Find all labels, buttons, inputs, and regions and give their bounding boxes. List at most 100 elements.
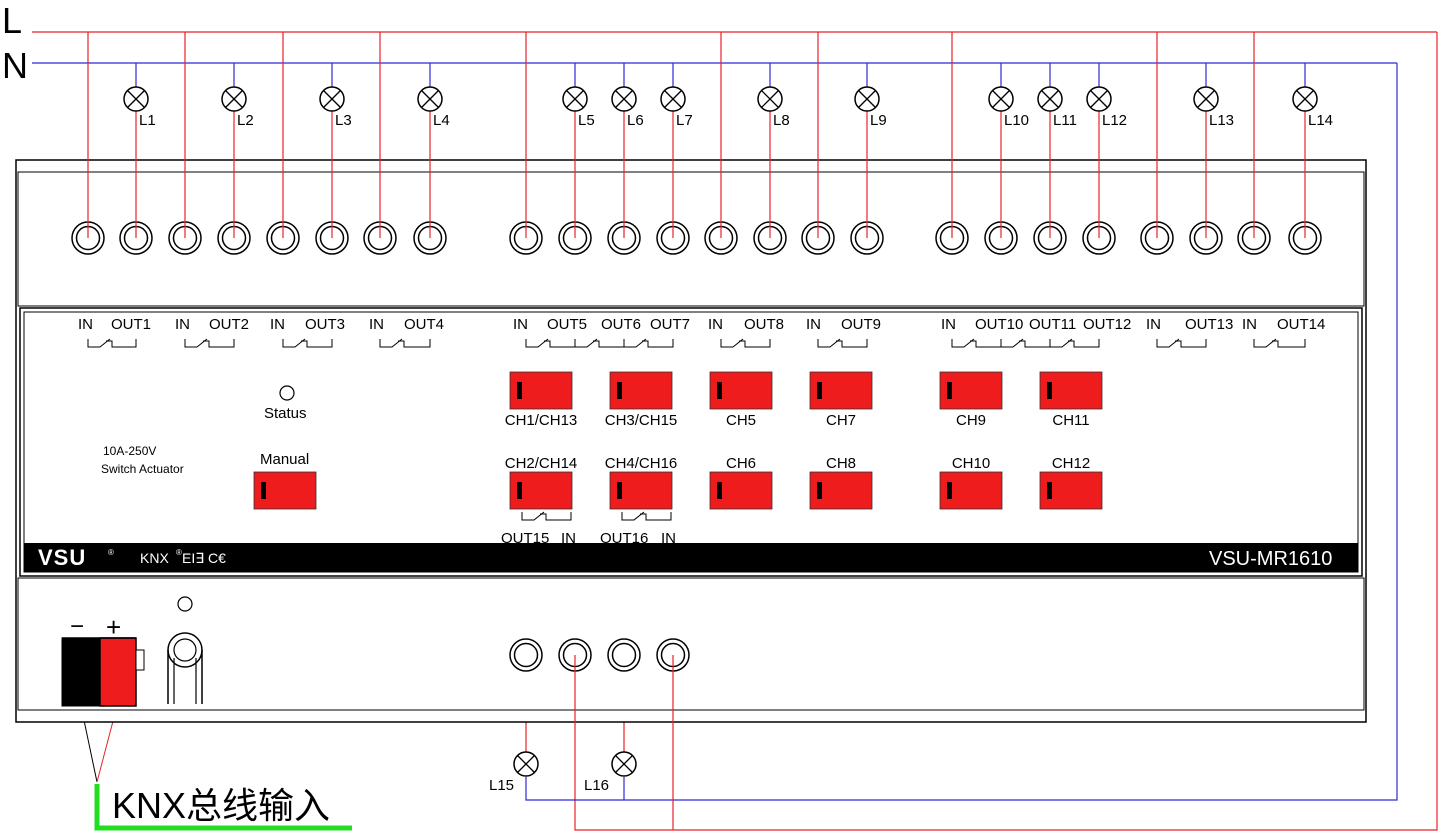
port-label-out4: OUT4 [404, 316, 444, 333]
lamp-l16-cross [615, 755, 633, 773]
bus-input-label: KNX总线输入 [112, 785, 330, 826]
relay-contact-icon [106, 339, 137, 348]
lamp-label-l13: L13 [1209, 112, 1234, 129]
lamp-l12-cross [1090, 90, 1108, 108]
port-label-out6: OUT6 [601, 316, 641, 333]
port-label-in: IN [1146, 316, 1161, 333]
port-label-in: IN [806, 316, 821, 333]
channel-label: CH9 [956, 412, 986, 429]
port-label-in: IN [270, 316, 285, 333]
channel-label: CH8 [826, 455, 856, 472]
relay-contact-icon [623, 338, 647, 348]
port-label-in: IN [708, 316, 723, 333]
programming-button-icon[interactable] [167, 632, 203, 704]
actuator-device [15, 159, 1367, 723]
status-label: Status [264, 405, 307, 422]
port-label-out8: OUT8 [744, 316, 784, 333]
lamp-label-l12: L12 [1102, 112, 1127, 129]
channel-button-ch7-indicator [817, 382, 822, 399]
device-type-label: Switch Actuator [101, 462, 184, 476]
terminal-plus-label: + [106, 612, 121, 642]
knx-registered-mark: ® [176, 548, 182, 557]
relay-contact-icon [87, 338, 111, 348]
lamp-l6-cross [615, 90, 633, 108]
port-label-in: IN [175, 316, 190, 333]
channel-button-ch6-indicator [717, 482, 722, 499]
port-label-in: IN [513, 316, 528, 333]
relay-contact-icon [640, 512, 672, 521]
knx-terminal-minus [61, 637, 101, 707]
lamp-l13-cross [1197, 90, 1215, 108]
channel-button-ch10-indicator [947, 482, 952, 499]
port-label-out15: OUT15 [501, 530, 549, 547]
lamp-l14-cross [1296, 90, 1314, 108]
channel-button-ch11-indicator [1047, 382, 1052, 399]
channel-button-ch4-ch16-indicator [617, 482, 622, 499]
relay-contact-icon [951, 338, 975, 348]
lamp-l8-cross [761, 90, 779, 108]
relay-contact-icon [720, 338, 744, 348]
relay-contact-icon [574, 338, 598, 348]
port-label-out10: OUT10 [975, 316, 1023, 333]
port-label-in: IN [78, 316, 93, 333]
lamp-label-l3: L3 [335, 112, 352, 129]
brand-bar [24, 543, 1358, 572]
channel-label: CH11 [1052, 412, 1089, 429]
lamp-label-l8: L8 [773, 112, 790, 129]
channel-label: CH1/CH13 [505, 412, 578, 429]
lamp-label-l4: L4 [433, 112, 450, 129]
port-label-out7: OUT7 [650, 316, 690, 333]
manual-label: Manual [260, 451, 309, 468]
channel-label: CH4/CH16 [605, 455, 678, 472]
relay-contact-icon [540, 512, 572, 521]
port-label-out5: OUT5 [547, 316, 587, 333]
port-label-out3: OUT3 [305, 316, 345, 333]
brand-registered-mark: ® [108, 548, 114, 557]
channel-label: CH7 [826, 412, 856, 429]
status-led [279, 385, 295, 401]
channel-label: CH12 [1052, 455, 1090, 472]
port-label-out1: OUT1 [111, 316, 151, 333]
channel-button-ch5-indicator [717, 382, 722, 399]
relay-contact-icon [621, 511, 645, 521]
neutral-feed-l15 [525, 777, 624, 801]
relay-contact-icon [1253, 338, 1277, 348]
relay-contact-icon [1000, 338, 1024, 348]
relay-symbols [87, 338, 1306, 521]
lamp-l7-cross [664, 90, 682, 108]
relay-contact-icon [379, 338, 403, 348]
cert-marks: EI∃ C€ [182, 550, 226, 566]
channel-button-ch8-indicator [817, 482, 822, 499]
lamp-l15-cross [517, 755, 535, 773]
relay-contact-icon [398, 339, 431, 348]
rail-l-label: L [2, 0, 22, 41]
lamp-l3-cross [323, 90, 341, 108]
text-labels: L N Status Manual 10A-250V Switch Actuat… [2, 0, 1333, 826]
neutral-feed-l16 [623, 63, 1398, 801]
lamp-l10-cross [992, 90, 1010, 108]
port-label-in: IN [661, 530, 676, 547]
relay-contact-icon [817, 338, 841, 348]
relay-contact-icon [203, 339, 235, 348]
lamp-l5-cross [566, 90, 584, 108]
top-wiring [32, 31, 1438, 831]
port-label-out14: OUT14 [1277, 316, 1325, 333]
rating-label: 10A-250V [103, 444, 156, 458]
lamp-l9-cross [858, 90, 876, 108]
channel-button-ch12-indicator [1047, 482, 1052, 499]
manual-button-indicator [261, 482, 266, 499]
lamp-label-l2: L2 [237, 112, 254, 129]
lamp-label-l5: L5 [578, 112, 595, 129]
relay-contact-icon [282, 338, 306, 348]
relay-contact-icon [301, 339, 333, 348]
relay-contact-icon [184, 338, 208, 348]
port-label-out16: OUT16 [600, 530, 648, 547]
relay-contact-icon [521, 511, 545, 521]
model-label: VSU-MR1610 [1209, 548, 1332, 570]
terminal-bottom-inner [611, 642, 637, 668]
relay-contact-icon [836, 339, 868, 348]
lamp-label-l15: L15 [489, 777, 514, 794]
port-label-out11: OUT11 [1029, 316, 1076, 333]
port-label-in: IN [1242, 316, 1257, 333]
